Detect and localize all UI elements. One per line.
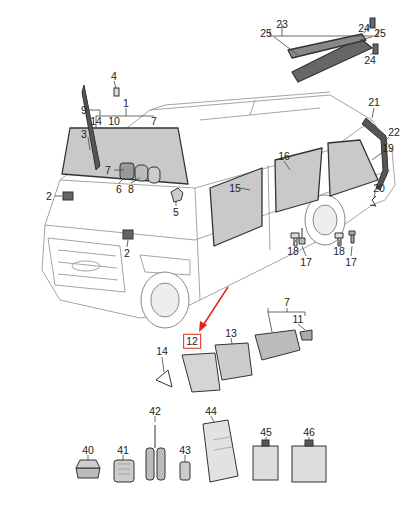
- highlighted-callout: 12: [183, 334, 201, 349]
- callout-number: 18: [287, 246, 299, 257]
- callout-number: 42: [149, 406, 161, 417]
- callout-number: 15: [229, 183, 241, 194]
- callout-number: 7: [105, 165, 111, 176]
- callout-number: 8: [128, 184, 134, 195]
- callout-number: 22: [388, 127, 400, 138]
- callout-number: 40: [82, 445, 94, 456]
- callout-number: 3: [81, 129, 87, 140]
- callout-number: 2: [124, 248, 130, 259]
- callout-number: 5: [173, 207, 179, 218]
- callout-number: 45: [260, 427, 272, 438]
- callout-number: 6: [116, 184, 122, 195]
- callout-number: 7: [284, 297, 290, 308]
- callout-number: 21: [368, 97, 380, 108]
- callout-number: 16: [278, 151, 290, 162]
- callout-number: 20: [373, 183, 385, 194]
- callout-number: 9: [81, 105, 87, 116]
- callout-number: 23: [276, 19, 288, 30]
- callout-number: 24: [358, 23, 370, 34]
- callout-number: 25: [374, 28, 386, 39]
- callout-number: 1: [123, 98, 129, 109]
- callout-number: 14: [90, 116, 102, 127]
- callout-number: 13: [225, 328, 237, 339]
- callout-number: 17: [300, 257, 312, 268]
- callout-number: 11: [293, 314, 304, 325]
- callout-number: 12: [186, 335, 198, 347]
- callout-number: 41: [117, 445, 129, 456]
- callout-number: 7: [151, 116, 157, 127]
- callout-number: 19: [382, 143, 394, 154]
- callout-number: 44: [205, 406, 217, 417]
- callout-number: 17: [345, 257, 357, 268]
- callout-number: 14: [156, 346, 168, 357]
- callout-number: 43: [179, 445, 191, 456]
- callout-number: 18: [333, 246, 345, 257]
- callout-number: 10: [108, 116, 120, 127]
- callout-number: 4: [111, 71, 117, 82]
- callout-number: 46: [303, 427, 315, 438]
- callout-number: 25: [260, 28, 272, 39]
- callout-number: 2: [46, 191, 52, 202]
- callout-number: 24: [364, 55, 376, 66]
